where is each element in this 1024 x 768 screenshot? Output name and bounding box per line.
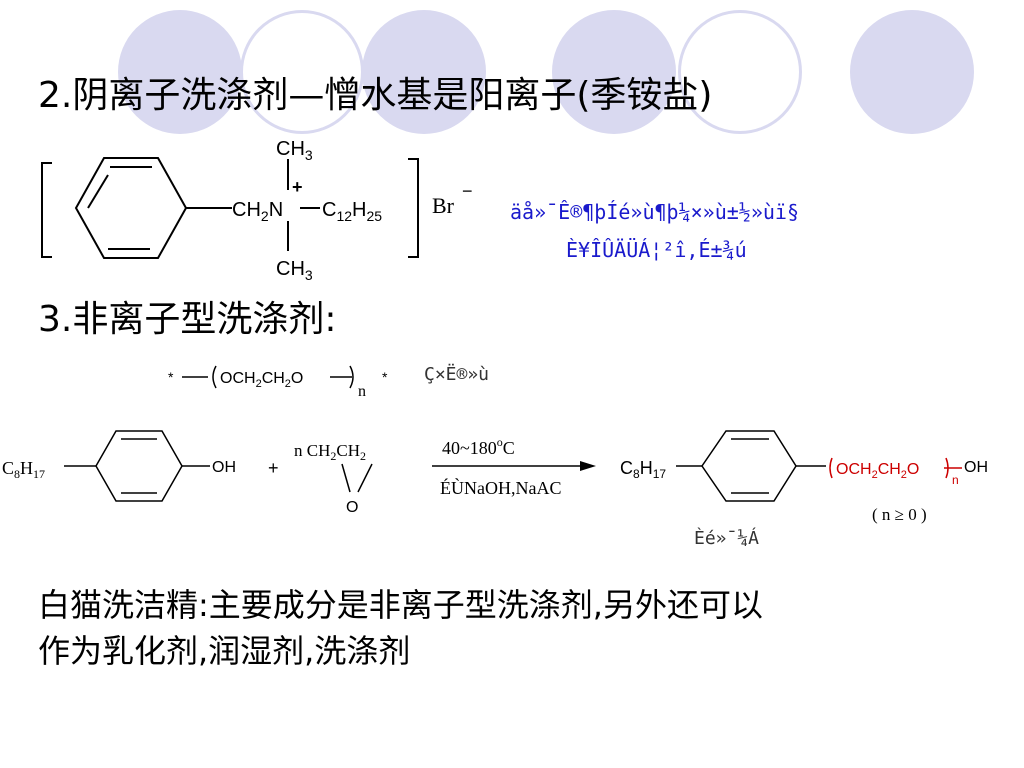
- product-repeat-unit: OCH2CH2O: [836, 461, 919, 481]
- product-alkyl: C8H17: [620, 458, 666, 481]
- reactant1-alkyl: C8H17: [2, 458, 45, 481]
- bracket-left: [41, 162, 52, 258]
- paragraph: 白猫洗洁精:主要成分是非离子型洗涤剂,另外还可以 作为乳化剂,润湿剂,洗涤剂: [38, 582, 763, 674]
- condition-temperature: 40~180oC: [442, 435, 515, 458]
- reaction-arrow-head: [580, 461, 596, 471]
- epoxide-oxygen: O: [346, 499, 358, 516]
- heading-nonionic: 3.非离子型洗涤剂:: [38, 299, 337, 340]
- paragraph-line-1: 白猫洗洁精:主要成分是非离子型洗涤剂,另外还可以: [38, 586, 763, 624]
- deco-circle-6: [850, 10, 974, 134]
- star-right: *: [382, 369, 388, 385]
- condition-catalyst: ÉÙNaOH,NaAC: [440, 477, 561, 498]
- repeat-unit: OCH2CH2O: [220, 370, 303, 390]
- ethylene-oxide: n CH2CH2: [294, 441, 366, 463]
- star-left: *: [168, 369, 174, 385]
- reactant1-oh: OH: [212, 459, 236, 476]
- paragraph-line-2: 作为乳化剂,润湿剂,洗涤剂: [38, 632, 411, 670]
- product-range: ( n ≥ 0 ): [872, 505, 927, 524]
- deco-circle-1: [118, 10, 242, 134]
- positive-charge: +: [292, 177, 303, 197]
- product-oh: OH: [964, 459, 988, 476]
- ch3-top: CH3: [276, 138, 313, 163]
- emulsifier-label: Èé»¯¼Á: [694, 528, 760, 549]
- deco-circle-4: [552, 10, 676, 134]
- anion-charge: −: [462, 181, 473, 201]
- bromide-anion: Br: [432, 193, 455, 218]
- ethoxylation-reaction: C8H17 OH + n CH2CH2 O 40~180oC ÉÙNaOH,Na…: [2, 430, 988, 524]
- ch3-bottom: CH3: [276, 258, 313, 283]
- product-ring: [701, 430, 797, 502]
- hydrophilic-label: Ç×Ë®»ù: [424, 364, 490, 385]
- polyether-structure: * OCH2CH2O n *: [168, 365, 388, 400]
- heading-cationic: 2.阴离子洗涤剂—憎水基是阳离子(季铵盐): [38, 75, 713, 116]
- benzene-ring: [74, 157, 188, 259]
- alkyl-chain: C12H25: [322, 199, 382, 224]
- bracket-right: [408, 158, 419, 258]
- subscript-n: n: [358, 383, 366, 400]
- plus-sign: +: [268, 458, 279, 478]
- garbled-note-1: äå»¯Ê®¶þÍé»ù¶þ¼×»ù±½»ùï§: [510, 200, 799, 224]
- product-n: n: [952, 473, 959, 487]
- ch2n-label: CH2N: [232, 199, 283, 224]
- deco-circle-5: [678, 10, 802, 134]
- deco-circle-3: [362, 10, 486, 134]
- phenol-ring: [95, 430, 183, 502]
- garbled-note-2: È¥ÎÛÄÜÁ¦²î,É±¾ú: [566, 238, 747, 262]
- quat-ammonium-structure: CH2N CH3 + C12H25 CH3 Br −: [41, 138, 473, 283]
